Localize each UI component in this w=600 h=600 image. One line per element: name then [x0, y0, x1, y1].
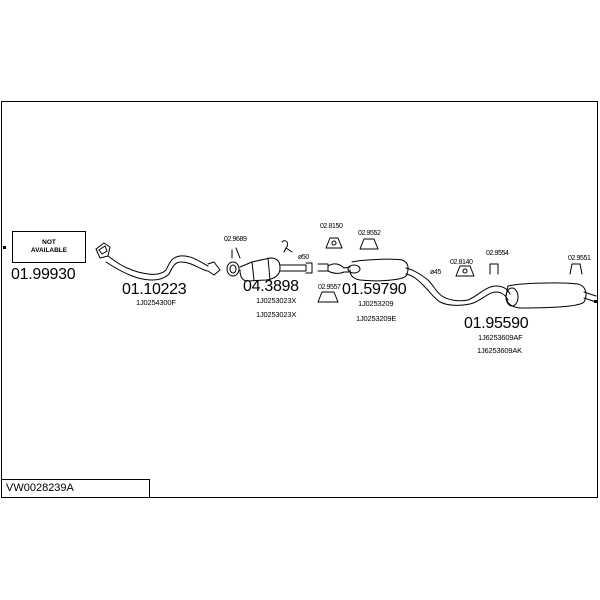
oem-number-label: 1J6253609AF: [478, 333, 523, 342]
left-edge-marker: [3, 246, 6, 249]
oem-number-label: 1J6253609AK: [477, 346, 522, 355]
front-pipe-drawing: [95, 242, 221, 281]
accessory-number-label: 02.9552: [358, 230, 381, 237]
pipe-diameter-label: ø50: [298, 254, 309, 261]
oem-number-label: 1J0253209: [358, 299, 394, 308]
oem-number-label: 1J0253023X: [256, 296, 297, 305]
reference-code: VW0028239A: [1, 479, 150, 498]
part-number-label: 01.99930: [11, 266, 76, 283]
oem-number-label: 1J0253023X: [256, 310, 297, 319]
rubber-mounts-drawing: [317, 237, 583, 303]
oem-number-label: 1J0253209E: [356, 314, 397, 323]
accessory-number-label: 02.9554: [486, 250, 509, 257]
not-available-line1: NOT: [42, 239, 56, 246]
part-number-label: 01.95590: [464, 315, 529, 332]
part-number-label: 01.10223: [122, 281, 187, 298]
accessory-number-label: 02.9551: [568, 255, 591, 262]
middle-silencer-drawing: [317, 258, 471, 306]
pipe-diameter-label: ø45: [430, 269, 441, 276]
clamp-drawing: [281, 240, 293, 253]
accessory-number-label: 02.8150: [320, 223, 343, 230]
oem-number-label: 1J0254300F: [136, 298, 176, 307]
accessory-number-label: 02.9557: [318, 284, 341, 291]
part-number-label: 04.3898: [243, 278, 299, 295]
not-available-box: NOT AVAILABLE: [12, 231, 86, 263]
accessory-number-label: 02.8140: [450, 259, 473, 266]
rear-silencer-drawing: [467, 282, 597, 309]
accessory-number-label: 02.9689: [224, 236, 247, 243]
gasket-drawing: [226, 247, 241, 277]
not-available-line2: AVAILABLE: [30, 247, 68, 254]
part-number-label: 01.59790: [342, 281, 407, 298]
diagram-frame: [1, 101, 598, 498]
catalytic-converter-drawing: [239, 257, 313, 282]
